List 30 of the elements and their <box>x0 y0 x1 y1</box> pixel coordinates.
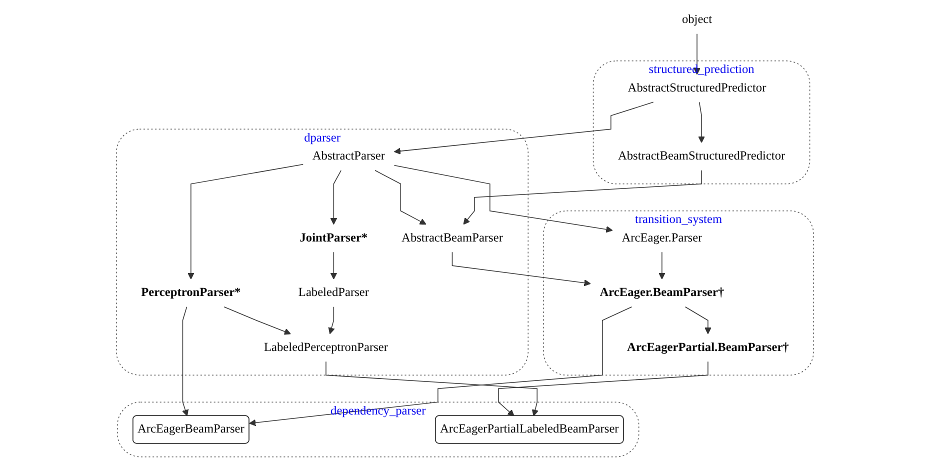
arrow <box>224 306 291 335</box>
node-text: AbstractBeamParser <box>402 231 503 244</box>
arrow <box>249 306 632 426</box>
node-text: PerceptronParser* <box>141 286 241 300</box>
node-text: AbstractStructuredPredictor <box>628 81 766 94</box>
arrow <box>330 170 342 225</box>
arrow <box>658 252 666 280</box>
node-text: JointParser* <box>300 231 368 244</box>
node-text: object <box>682 13 712 26</box>
node-text: ArcEagerPartial.BeamParser† <box>627 340 789 354</box>
arrow <box>330 252 338 280</box>
arrow <box>463 170 702 225</box>
arrow <box>452 252 591 286</box>
arrow <box>694 34 700 75</box>
node-text: LabeledPerceptronParser <box>264 340 388 354</box>
node-text: AbstractBeamStructuredPredictor <box>618 150 786 163</box>
arrow <box>394 102 654 154</box>
arrow <box>498 361 708 416</box>
node-text: AbstractParser <box>312 150 385 163</box>
arrow <box>698 102 705 143</box>
arrow <box>374 170 426 225</box>
node-text: ArcEager.Parser <box>622 231 702 244</box>
arrow <box>328 306 335 334</box>
node-text: ArcEager.BeamParser† <box>600 286 724 300</box>
arrow <box>188 164 304 280</box>
arrow <box>182 306 189 416</box>
arrow <box>684 306 712 334</box>
node-text: LabeledParser <box>298 286 369 300</box>
arrow <box>394 164 613 233</box>
arrow <box>326 361 538 416</box>
